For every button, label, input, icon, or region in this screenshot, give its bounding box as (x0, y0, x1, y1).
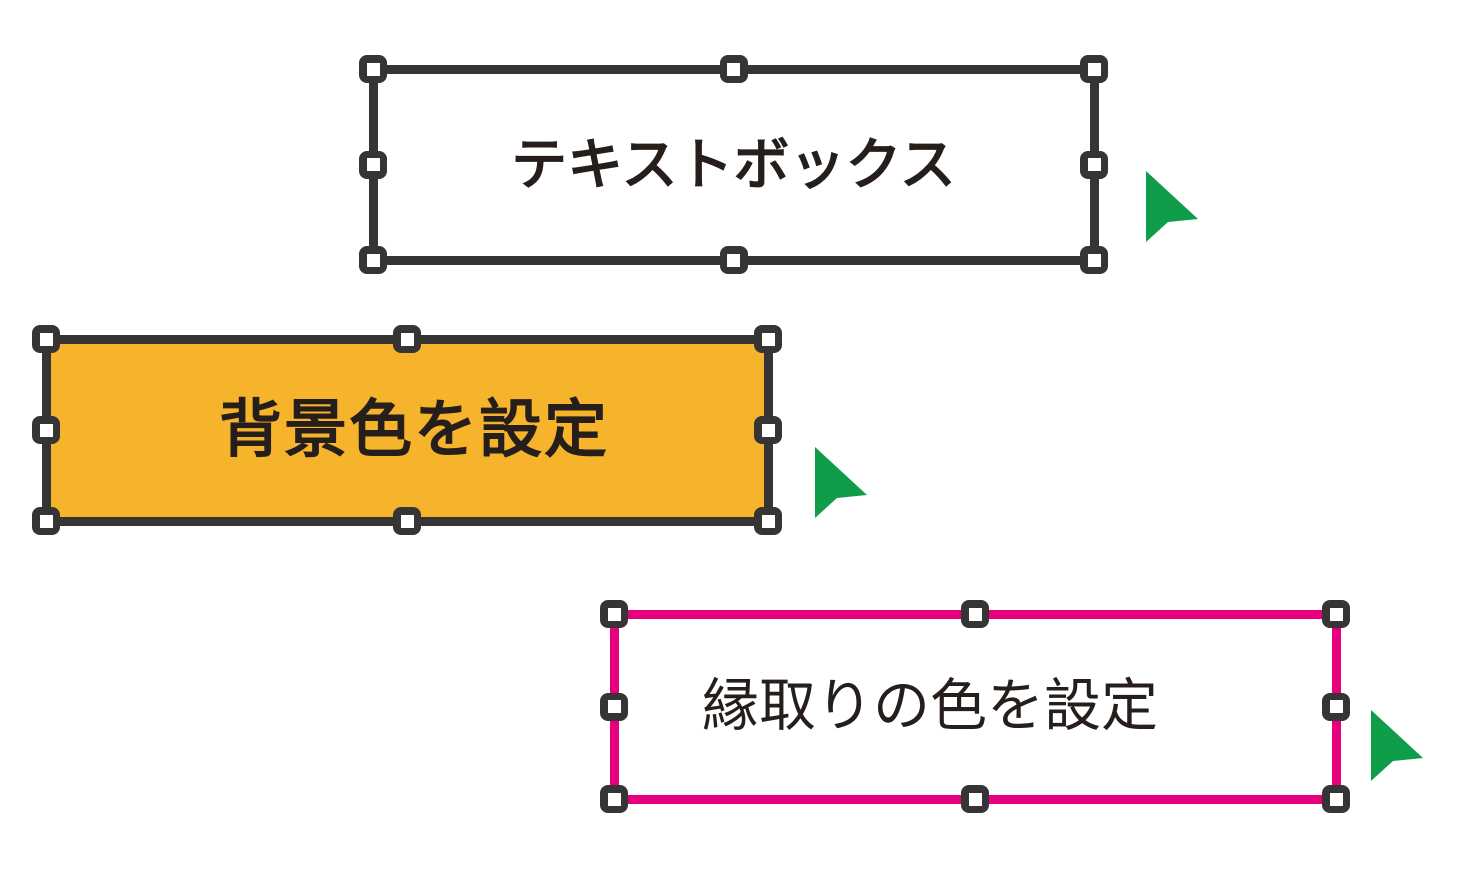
selection-handle[interactable] (719, 246, 748, 274)
textbox-background-color-label: 背景色を設定 (219, 394, 609, 465)
selection-handle[interactable] (1322, 785, 1350, 813)
selection-handle[interactable] (393, 507, 421, 535)
selection-handle[interactable] (961, 600, 989, 628)
selection-handle[interactable] (754, 416, 782, 444)
selection-handle[interactable] (719, 55, 748, 83)
selection-handle[interactable] (1322, 692, 1350, 721)
selection-handle[interactable] (600, 785, 628, 813)
selection-handle[interactable] (32, 325, 60, 353)
selection-handle[interactable] (32, 507, 60, 535)
mouse-pointer-icon (1371, 710, 1423, 781)
selection-handle[interactable] (1080, 150, 1108, 179)
selection-handle[interactable] (359, 150, 387, 179)
textbox-border-color-label: 縁取りの色を設定 (702, 674, 1158, 738)
selection-handle[interactable] (754, 507, 782, 535)
selection-handle[interactable] (1080, 246, 1108, 274)
textbox-plain[interactable]: テキストボックス (359, 55, 1108, 274)
selection-handle[interactable] (1322, 600, 1350, 628)
selection-handle[interactable] (359, 55, 387, 83)
selection-handle[interactable] (754, 325, 782, 353)
selection-handle[interactable] (1080, 55, 1108, 83)
mouse-pointer-icon (1146, 171, 1198, 242)
mouse-pointer-icon (815, 447, 867, 518)
selection-handle[interactable] (32, 416, 60, 444)
textbox-background-color[interactable]: 背景色を設定 (32, 325, 782, 535)
selection-handle[interactable] (600, 692, 628, 721)
selection-handle[interactable] (359, 246, 387, 274)
selection-handle[interactable] (600, 600, 628, 628)
selection-handle[interactable] (393, 325, 421, 353)
selection-handle[interactable] (961, 785, 989, 813)
textbox-border-color[interactable]: 縁取りの色を設定 (600, 600, 1350, 813)
textbox-plain-label: テキストボックス (511, 132, 956, 196)
